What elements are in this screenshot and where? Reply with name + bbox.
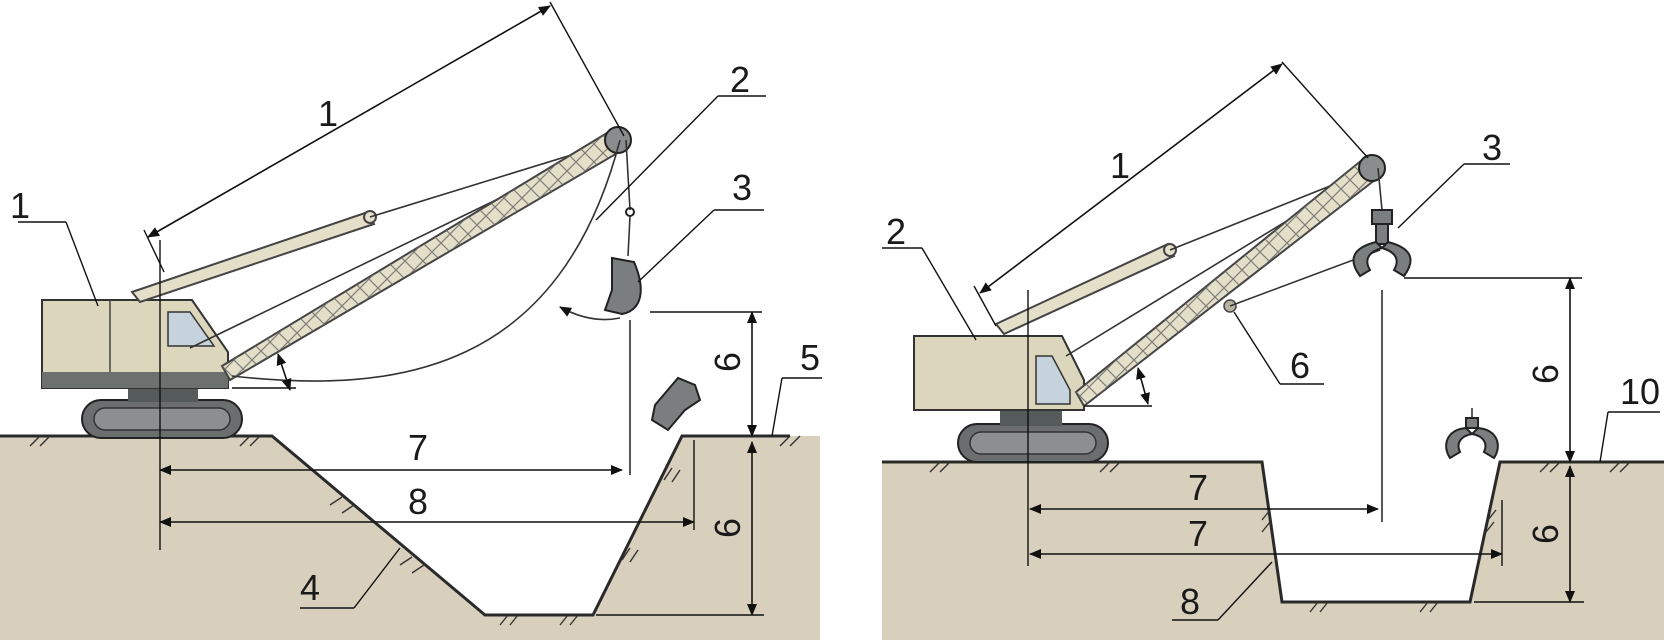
left-callout-1-dimension: 1 bbox=[318, 93, 338, 134]
right-callout-7-upper: 7 bbox=[1188, 467, 1208, 508]
left-hatching bbox=[29, 435, 801, 626]
right-panel: 1 2 3 6 10 7 7 8 6 6 bbox=[882, 61, 1664, 640]
left-callout-1-machine: 1 bbox=[10, 185, 30, 226]
left-ground bbox=[0, 436, 820, 640]
right-callout-2: 2 bbox=[886, 211, 906, 252]
dragline-excavator-icon bbox=[41, 126, 702, 439]
left-dimensions bbox=[143, 1, 764, 616]
clamshell-grab-icon bbox=[1352, 209, 1412, 278]
left-callout-3: 3 bbox=[732, 167, 752, 208]
right-callout-6-above: 6 bbox=[1525, 364, 1566, 384]
right-ground-edge bbox=[882, 460, 1664, 604]
right-callout-7-lower: 7 bbox=[1188, 513, 1208, 554]
right-callout-6-below: 6 bbox=[1525, 524, 1566, 544]
left-callout-5: 5 bbox=[800, 337, 820, 378]
right-dimensions bbox=[973, 61, 1584, 603]
left-callout-6-above: 6 bbox=[707, 352, 748, 372]
left-callouts: 1 1 2 3 5 7 8 4 6 6 bbox=[10, 59, 820, 608]
left-panel: 1 1 2 3 5 7 8 4 6 6 bbox=[0, 1, 822, 640]
right-callout-10: 10 bbox=[1620, 371, 1660, 412]
right-callout-1: 1 bbox=[1110, 145, 1130, 186]
left-callout-2: 2 bbox=[730, 59, 750, 100]
left-callout-8: 8 bbox=[408, 481, 428, 522]
clamshell-excavator-icon bbox=[913, 154, 1499, 463]
dragline-bucket-icon bbox=[603, 256, 642, 316]
right-callouts: 1 2 3 6 10 7 7 8 6 6 bbox=[886, 127, 1660, 622]
small-clamshell-grab-icon bbox=[1445, 408, 1499, 460]
left-leaders bbox=[18, 95, 822, 609]
left-callout-7: 7 bbox=[408, 427, 428, 468]
right-callout-3: 3 bbox=[1482, 127, 1502, 168]
left-callout-6-below: 6 bbox=[707, 518, 748, 538]
left-callout-4: 4 bbox=[300, 567, 320, 608]
right-hatching bbox=[929, 461, 1631, 613]
right-callout-6-boom: 6 bbox=[1290, 345, 1310, 386]
right-callout-8: 8 bbox=[1180, 581, 1200, 622]
right-ground bbox=[882, 462, 1664, 640]
right-leaders bbox=[882, 163, 1660, 621]
